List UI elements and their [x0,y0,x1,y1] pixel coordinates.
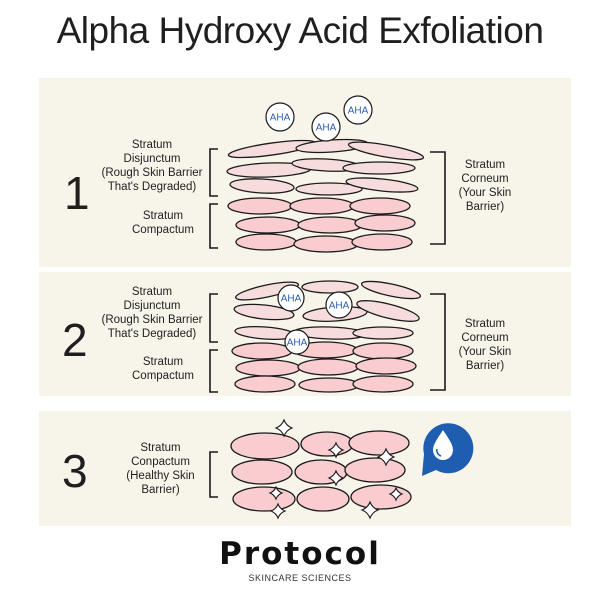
aha-molecule [277,284,305,312]
skin-cell [235,233,297,251]
skin-cell [347,141,425,161]
skin-cell [355,357,417,375]
skin-cell [235,359,301,377]
skin-cell [297,216,363,234]
brand-logo: Protocol [219,536,381,572]
skin-cell [232,486,296,512]
aha-molecule [265,102,295,132]
layer-bracket [209,451,218,498]
skin-cell [234,375,296,393]
layer-bracket [209,148,218,197]
aha-molecule [343,95,373,125]
layer-bracket [209,293,218,343]
brand-tagline: SKINCARE SCIENCES [248,573,352,583]
skin-cell [352,326,414,340]
sparkle-icon [327,441,345,459]
sparkle-icon [268,485,284,501]
sparkle-icon [360,500,380,520]
skin-cell [297,358,359,376]
skin-cell [356,300,420,322]
skin-cell [235,216,301,234]
skin-cell [300,431,354,457]
aha-molecule-label: AHA [281,294,302,305]
sparkle-icon [269,502,287,520]
aha-molecule-label: AHA [287,338,308,349]
skin-cell [231,342,293,360]
aha-molecule-label: AHA [329,301,350,312]
skin-cell [352,342,414,360]
step-2-number: 2 [62,314,88,366]
skin-cell [351,233,413,251]
skin-cell [360,280,422,300]
step-1-number: 1 [64,167,90,219]
skin-cell [293,235,359,253]
skin-cell [227,197,293,215]
skin-cell [289,197,355,215]
skin-cell [342,161,416,175]
sparkle-icon [327,469,345,487]
skin-cell [354,214,416,232]
layer-bracket [209,349,218,393]
aha-molecule [311,112,341,142]
skin-cell [352,375,414,393]
skin-cell [350,484,412,510]
sparkle-icon [376,447,396,467]
step-3-number: 3 [62,445,88,497]
aha-molecule [325,291,353,319]
skin-cell [229,178,295,194]
skin-cell [349,197,411,215]
skin-cell [230,432,300,460]
layer-bracket [430,151,446,245]
sparkle-icon [274,418,294,438]
skin-cell [231,459,293,485]
skin-cell [298,377,360,393]
aha-molecule-label: AHA [348,106,369,117]
layer-bracket [430,293,446,391]
water-drop-icon [422,423,474,476]
skin-cell [296,486,350,512]
skin-cell [295,182,363,196]
skin-cell [348,430,410,456]
sparkle-icon [388,486,404,502]
skin-cell [345,177,419,193]
page-title: Alpha Hydroxy Acid Exfoliation [56,10,544,51]
aha-molecule-label: AHA [316,123,337,134]
aha-molecule [284,329,310,355]
aha-molecule-label: AHA [270,113,291,124]
skin-cell [301,280,359,294]
skin-cell [344,457,406,483]
skin-cell [233,303,295,321]
skin-cell [235,281,299,301]
layer-bracket [209,203,218,249]
